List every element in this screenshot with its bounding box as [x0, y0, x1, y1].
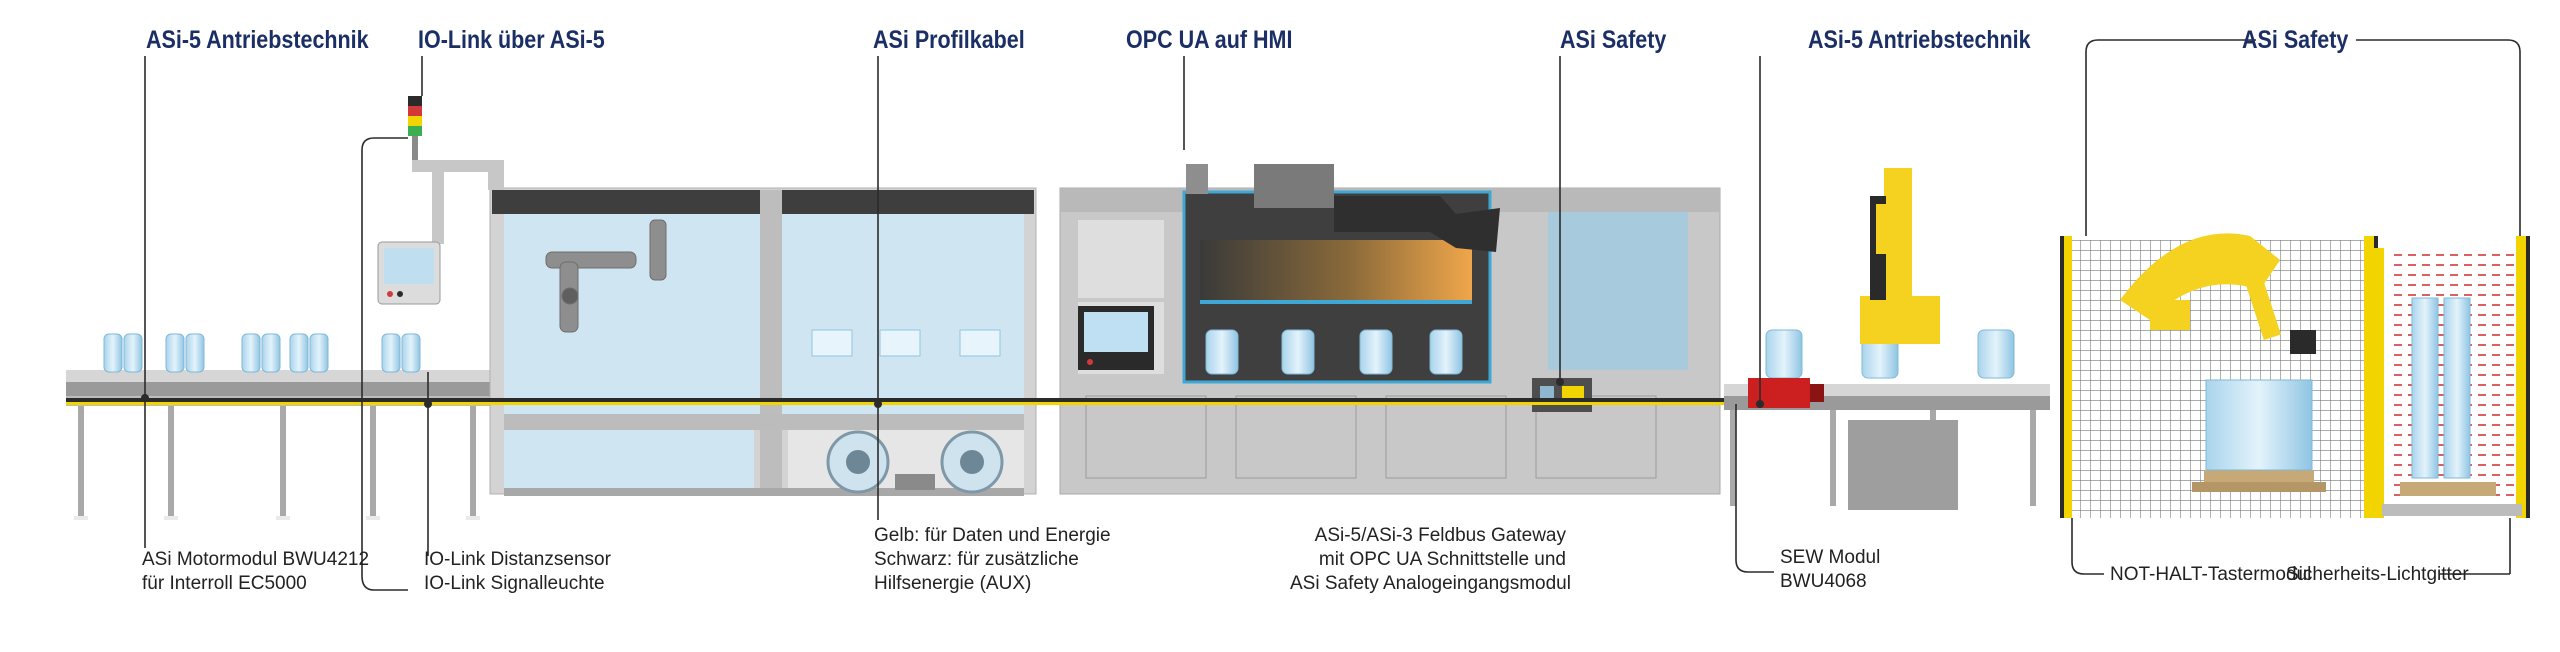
caption-motormodul: ASi Motormodul BWU4212 für Interroll EC5… — [142, 548, 369, 596]
left-conveyor — [66, 370, 496, 520]
shrink-tunnel — [1059, 164, 1721, 495]
bottles-left — [103, 333, 421, 373]
header-opc-ua-hmi: OPC UA auf HMI — [1126, 26, 1293, 54]
safety-cell — [2060, 233, 2378, 518]
packaging-machine — [489, 187, 1037, 496]
header-asi5-antriebstechnik-right: ASi-5 Antriebstechnik — [1808, 26, 2031, 54]
caption-profilkabel: Gelb: für Daten und Energie Schwarz: für… — [874, 524, 1111, 596]
caption-lichtgitter: Sicherheits-Lichtgitter — [2286, 564, 2469, 585]
hmi-panel-icon — [377, 241, 441, 305]
caption-iolink-line1: IO-Link Distanzsensor — [424, 549, 611, 570]
film-reels — [826, 430, 1004, 494]
caption-profilkabel-line3: Hilfsenergie (AUX) — [874, 573, 1032, 594]
header-asi5-antriebstechnik-left: ASi-5 Antriebstechnik — [146, 26, 369, 54]
caption-profilkabel-line2: Schwarz: für zusätzliche — [874, 549, 1079, 570]
asi-cable — [66, 398, 2046, 405]
caption-gateway-line2: mit OPC UA Schnittstelle und — [1318, 549, 1566, 570]
header-asi-safety-right: ASi Safety — [2242, 26, 2349, 54]
caption-sew: SEW Modul BWU4068 — [1780, 546, 1880, 594]
bottles-right — [1765, 329, 2015, 379]
robot-arm-icon — [1848, 168, 1958, 510]
caption-sew-line2: BWU4068 — [1780, 571, 1867, 592]
tunnel-hmi-icon — [1078, 306, 1154, 370]
caption-iolink-line2: IO-Link Signalleuchte — [424, 573, 605, 594]
caption-sew-line1: SEW Modul — [1780, 547, 1881, 568]
signal-tower-icon — [408, 96, 422, 162]
pole-arm — [412, 160, 504, 244]
leader-lines — [144, 39, 2521, 591]
leader-dots — [141, 378, 1764, 408]
caption-motormodul-line2: für Interroll EC5000 — [142, 573, 307, 594]
light-curtain-icon — [2374, 236, 2530, 518]
header-asi-profilkabel: ASi Profilkabel — [873, 26, 1025, 54]
caption-iolink: IO-Link Distanzsensor IO-Link Signalleuc… — [424, 548, 611, 596]
caption-nothalt: NOT-HALT-Tastermodul — [2110, 564, 2312, 585]
caption-motormodul-line1: ASi Motormodul BWU4212 — [142, 549, 370, 570]
header-asi-safety-mid: ASi Safety — [1560, 26, 1667, 54]
caption-profilkabel-line1: Gelb: für Daten und Energie — [874, 525, 1111, 546]
caption-gateway-line3: ASi Safety Analogeingangsmodul — [1290, 573, 1571, 594]
caption-gateway-line1: ASi-5/ASi-3 Feldbus Gateway — [1314, 525, 1566, 546]
header-iolink-asi5: IO-Link über ASi-5 — [418, 26, 605, 54]
caption-gateway: ASi-5/ASi-3 Feldbus Gateway mit OPC UA S… — [1290, 524, 1571, 596]
